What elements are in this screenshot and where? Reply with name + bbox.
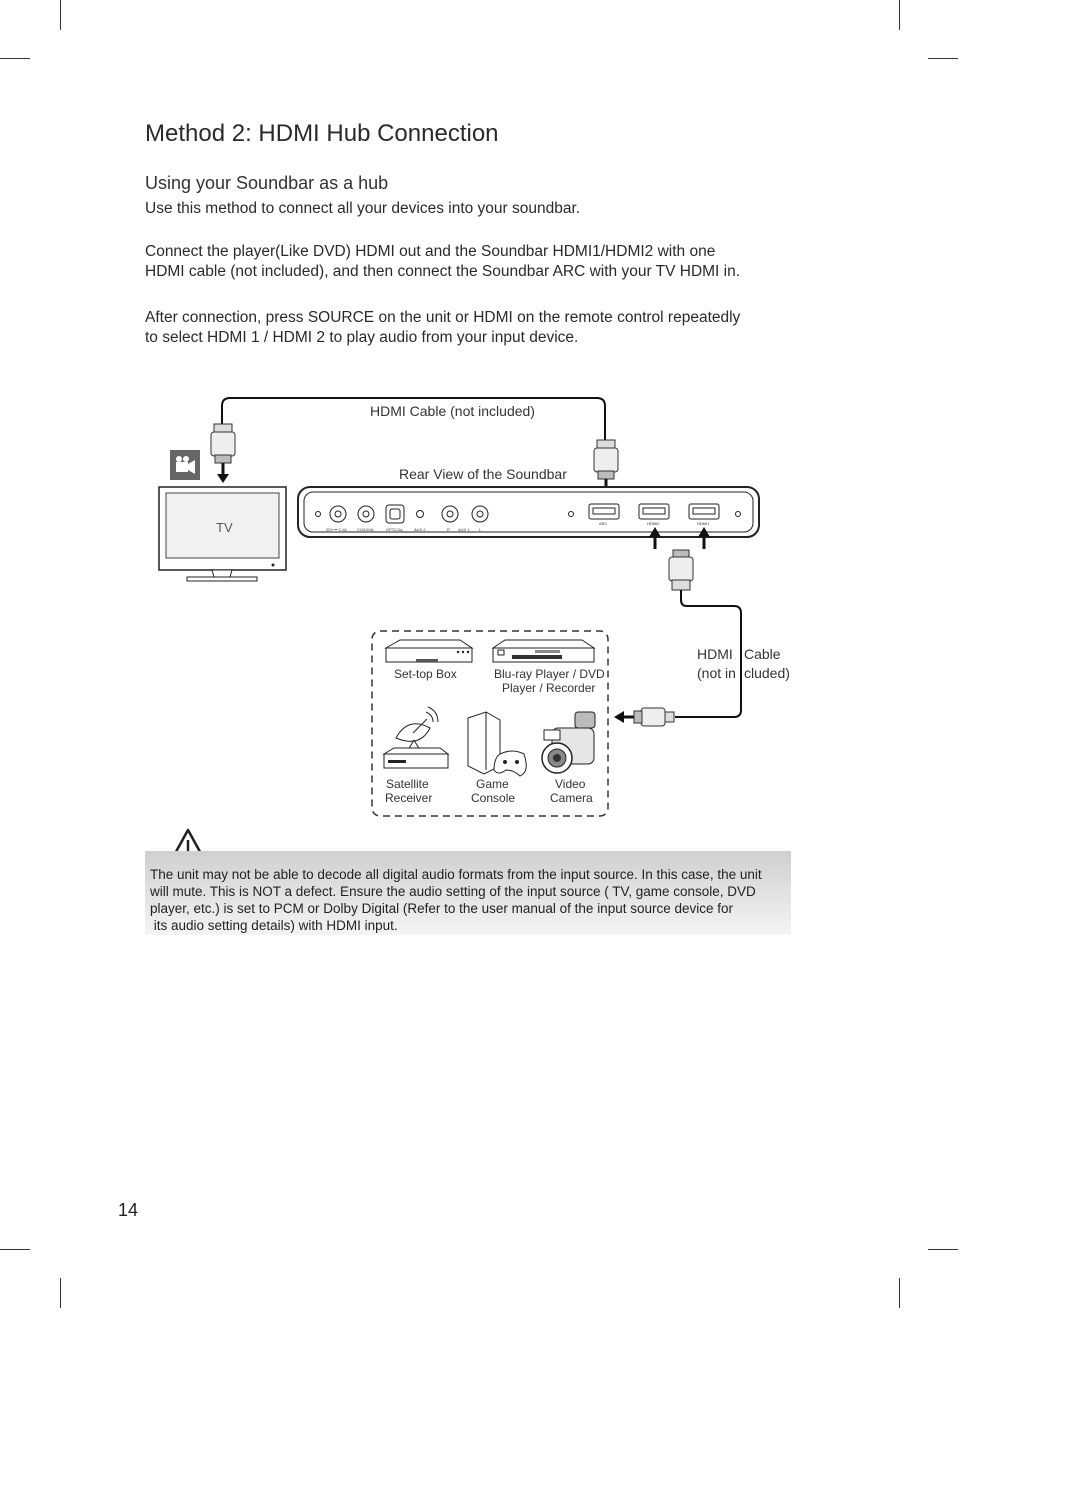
section-subtitle: Using your Soundbar as a hub (145, 173, 389, 193)
side-cable-label: cluded) (744, 665, 790, 681)
port-label: AUX 2 (414, 527, 426, 532)
port-label: HDMI2 (647, 521, 660, 526)
device-label-camera: Video (555, 777, 586, 791)
crop-mark (928, 1249, 958, 1250)
page-title: Method 2: HDMI Hub Connection (145, 120, 499, 147)
side-cable-label: HDMI (697, 646, 733, 662)
hdmi-plug-icon (210, 423, 236, 483)
cable-top-label: HDMI Cable (not included) (370, 403, 535, 419)
warning-note-box (145, 851, 791, 935)
hdmi-cable-side (675, 590, 742, 718)
bluray-player-icon (491, 639, 596, 663)
device-label-game: Console (471, 791, 516, 805)
hdmi-cable-top (221, 397, 606, 442)
video-camera-icon (170, 450, 200, 480)
port-label: COAXIAL (357, 527, 375, 532)
port-label: R (447, 527, 450, 532)
tv-icon (158, 486, 287, 582)
crop-mark (899, 1278, 900, 1308)
crop-mark (0, 1249, 30, 1250)
page-number: 14 (118, 1200, 139, 1220)
crop-mark (899, 0, 900, 30)
device-label-camera: Camera (550, 791, 593, 805)
device-label-satellite: Satellite (386, 777, 429, 791)
instruction-line: Connect the player(Like DVD) HDMI out an… (145, 243, 716, 260)
device-label-satellite: Receiver (385, 791, 433, 805)
soundbar-rear-panel (297, 486, 760, 538)
hdmi-plug-icon (668, 549, 694, 591)
satellite-receiver-icon (382, 706, 450, 769)
set-top-box-icon (384, 639, 474, 663)
instruction-line: After connection, press SOURCE on the un… (145, 309, 741, 326)
port-label: OPTICAL (386, 527, 404, 532)
intro-text: Use this method to connect all your devi… (145, 200, 581, 217)
device-label-game: Game (476, 777, 509, 791)
hdmi-plug-icon (614, 707, 675, 727)
crop-mark (60, 0, 61, 30)
rear-view-label: Rear View of the Soundbar (399, 466, 567, 482)
instruction-line: to select HDMI 1 / HDMI 2 to play audio … (145, 329, 579, 346)
crop-mark (60, 1278, 61, 1308)
side-cable-label: (not in (697, 665, 736, 681)
device-group-box (371, 630, 609, 817)
device-label-bluray: Player / Recorder (502, 681, 596, 695)
instruction-line: HDMI cable (not included), and then conn… (145, 263, 741, 280)
tv-label: TV (216, 520, 233, 535)
port-label: L (479, 527, 482, 532)
video-camera-icon (541, 711, 596, 774)
device-label-bluray: Blu-ray Player / DVD (494, 667, 605, 681)
port-label: ARC (599, 521, 608, 526)
side-cable-label: Cable (744, 646, 781, 662)
port-label: 20V ⎓ 2.1A (326, 527, 347, 532)
hdmi-plug-icon (593, 439, 619, 499)
game-console-icon (467, 711, 527, 777)
port-label: AUX 1 (458, 527, 470, 532)
crop-mark (928, 58, 958, 59)
crop-mark (0, 58, 30, 59)
port-label: HDMI1 (697, 521, 710, 526)
device-label-set-top-box: Set-top Box (394, 667, 457, 681)
warning-note-text: The unit may not be able to decode all d… (150, 867, 762, 933)
